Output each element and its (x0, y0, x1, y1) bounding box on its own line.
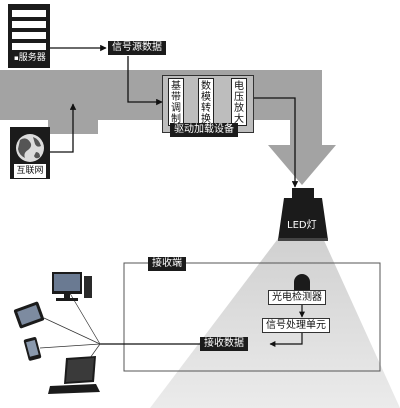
tablet-icon (13, 301, 45, 329)
internet-icon (10, 127, 50, 179)
laptop-icon (48, 356, 100, 394)
signal-source-label: 信号源数据 (112, 42, 162, 53)
source-to-modulator-line (127, 56, 163, 106)
desktop-computer-icon (52, 272, 92, 301)
led-lamp-label: LED灯 (287, 220, 317, 231)
driver-device-label: 驱动加载设备 (170, 123, 238, 137)
server-icon (8, 4, 50, 68)
server-label: ▪服务器 (14, 53, 46, 63)
photo-detector-box: 光电检测器 (268, 290, 326, 305)
da-conversion-box: 数模转换 (198, 78, 214, 126)
smartphone-icon (23, 337, 42, 361)
baseband-modulation-box: 基带调制 (168, 78, 184, 126)
receiver-frame (123, 262, 381, 372)
led-lamp-icon (278, 188, 328, 241)
photodetector-icon (294, 274, 310, 290)
voltage-amplifier-box: 电压放大 (231, 78, 247, 126)
internet-to-source-line (50, 103, 77, 153)
signal-source-box: 信号源数据 (108, 41, 166, 55)
received-data-label: 接收数据 (200, 337, 248, 351)
signal-processing-box: 信号处理单元 (262, 318, 330, 333)
internet-label: 互联网 (16, 166, 44, 176)
down-arrow (268, 145, 336, 185)
amp-to-led-line (250, 97, 299, 188)
receiver-end-label: 接收端 (148, 257, 186, 271)
processor-to-received-line (269, 333, 303, 347)
